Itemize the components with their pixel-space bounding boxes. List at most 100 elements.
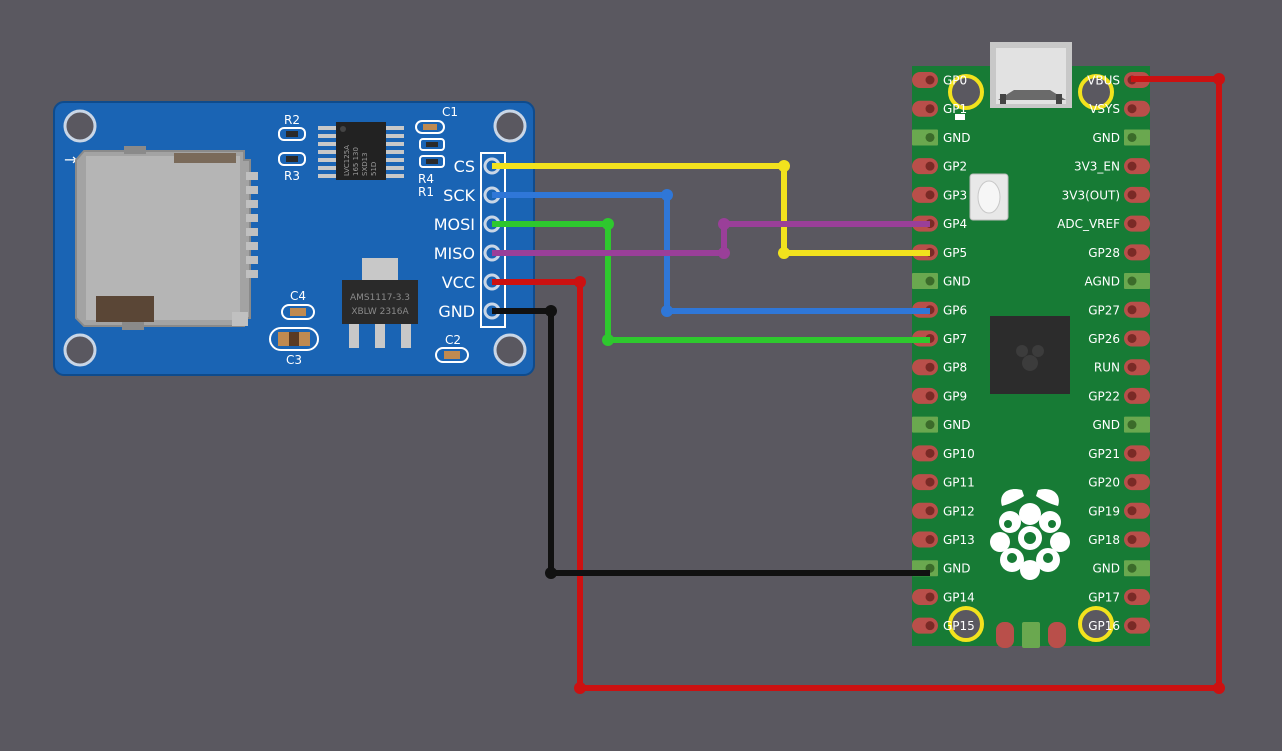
pico-pin-left-16-gp13[interactable]: GP13 — [912, 531, 975, 548]
wire-group — [492, 73, 1225, 694]
pico-pin-hole — [925, 161, 935, 171]
pico-pin-hole — [1127, 592, 1137, 602]
pico-pin-label: GP10 — [943, 447, 975, 461]
pico-pin-right-14-gp20[interactable]: GP20 — [1088, 474, 1150, 491]
label-c4: C4 — [290, 289, 306, 303]
voltage-regulator: AMS1117-3.3 XBLW 2316A — [342, 258, 418, 348]
wire-miso[interactable] — [492, 221, 930, 256]
raspberry-pi-pico[interactable]: GP0GP1GNDGP2GP3GP4GP5GNDGP6GP7GP8GP9GNDG… — [912, 42, 1150, 648]
pico-pin-left-2-gnd[interactable]: GND — [912, 129, 971, 146]
capacitor-c3-band — [289, 332, 299, 346]
pico-pin-right-10-run[interactable]: RUN — [1094, 359, 1150, 376]
sd-pin-miso[interactable]: MISO — [434, 244, 501, 263]
label-c2: C2 — [445, 333, 461, 347]
pico-pin-right-12-gnd[interactable]: GND — [1092, 416, 1150, 433]
pico-pin-label: GP19 — [1088, 504, 1120, 518]
pico-pin-hole — [1127, 247, 1137, 257]
pico-pin-hole — [1127, 621, 1137, 631]
pico-pin-right-16-gp18[interactable]: GP18 — [1088, 531, 1150, 548]
pico-pin-left-11-gp9[interactable]: GP9 — [912, 387, 967, 404]
pico-pin-left-3-gp2[interactable]: GP2 — [912, 158, 967, 175]
wire-cs[interactable] — [492, 163, 930, 256]
pico-mount-hole-bl — [948, 606, 984, 642]
sd-pin-gnd[interactable]: GND — [438, 302, 501, 321]
pico-pin-left-12-gnd[interactable]: GND — [912, 416, 971, 433]
pico-pin-right-2-gnd[interactable]: GND — [1092, 129, 1150, 146]
led-icon — [955, 114, 965, 120]
pico-pin-left-15-gp12[interactable]: GP12 — [912, 502, 975, 519]
pico-pin-left-19-gp15[interactable]: GP15 — [912, 617, 975, 634]
sd-pin-mosi[interactable]: MOSI — [434, 215, 501, 234]
pico-pin-hole — [1127, 104, 1137, 114]
pico-pin-right-17-gnd[interactable]: GND — [1092, 560, 1150, 577]
pico-pin-left-14-gp11[interactable]: GP11 — [912, 474, 975, 491]
pico-pin-label: GP2 — [943, 160, 967, 174]
regulator-text-2: XBLW 2316A — [351, 307, 409, 317]
pico-pin-right-18-gp17[interactable]: GP17 — [1088, 588, 1150, 605]
mount-hole-bl — [63, 333, 97, 367]
pico-pin-hole — [1127, 190, 1137, 200]
pico-pin-right-11-gp22[interactable]: GP22 — [1088, 387, 1150, 404]
pico-pin-left-18-gp14[interactable]: GP14 — [912, 588, 975, 605]
pico-pin-right-1-vsys[interactable]: VSYS — [1089, 100, 1150, 117]
pico-pin-right-4-3v3-out[interactable]: 3V3(OUT) — [1062, 186, 1150, 203]
pico-pin-right-9-gp26[interactable]: GP26 — [1088, 330, 1150, 347]
pico-pin-label: GP16 — [1088, 619, 1120, 633]
sd-pin-vcc[interactable]: VCC — [442, 273, 501, 292]
pico-pin-label: GP5 — [943, 246, 967, 260]
wire-mosi[interactable] — [492, 221, 930, 343]
pico-pin-left-10-gp8[interactable]: GP8 — [912, 359, 967, 376]
pico-pin-label: GP28 — [1088, 246, 1120, 260]
pico-pin-right-6-gp28[interactable]: GP28 — [1088, 244, 1150, 261]
pico-pin-hole — [1127, 535, 1137, 545]
pico-pin-hole — [1127, 161, 1137, 171]
pico-pin-hole — [925, 391, 935, 401]
usb-connector — [990, 42, 1072, 108]
wire-vcc-joints — [574, 73, 1225, 694]
sd-pin-sck[interactable]: SCK — [443, 186, 501, 205]
pico-pin-hole — [1127, 132, 1137, 142]
wire-vcc[interactable] — [492, 76, 1222, 691]
pico-pin-hole — [925, 506, 935, 516]
sd-pin-label: SCK — [443, 186, 475, 205]
sd-card-module[interactable]: → R2 R3 — [53, 101, 535, 376]
wire-gnd[interactable] — [492, 308, 930, 576]
label-r4: R4 — [418, 172, 434, 186]
pico-pin-left-13-gp10[interactable]: GP10 — [912, 445, 975, 462]
pico-pin-right-19-gp16[interactable]: GP16 — [1088, 617, 1150, 634]
pico-pin-label: GND — [1092, 418, 1120, 432]
pico-pin-label: GP7 — [943, 332, 967, 346]
pico-pin-hole — [925, 104, 935, 114]
pico-pin-right-5-adc-vref[interactable]: ADC_VREF — [1057, 215, 1150, 232]
pico-pin-label: GP11 — [943, 476, 975, 490]
regulator-text-1: AMS1117-3.3 — [350, 293, 410, 303]
pico-pin-right-8-gp27[interactable]: GP27 — [1088, 301, 1150, 318]
pico-pin-label: ADC_VREF — [1057, 217, 1120, 231]
ic-text-1: LVC125A — [343, 145, 351, 176]
label-r3: R3 — [284, 169, 300, 183]
pico-pin-left-0-gp0[interactable]: GP0 — [912, 72, 967, 88]
pico-pin-left-1-gp1[interactable]: GP1 — [912, 100, 967, 117]
pico-pin-right-7-agnd[interactable]: AGND — [1084, 273, 1150, 290]
pico-pin-hole — [925, 276, 935, 286]
microsd-slot: → — [64, 146, 258, 330]
sd-pin-label: MISO — [434, 244, 475, 263]
debug-pad-swclk — [996, 622, 1014, 648]
pico-pin-left-4-gp3[interactable]: GP3 — [912, 186, 967, 203]
pico-pin-label: GP18 — [1088, 533, 1120, 547]
pico-pin-hole — [1127, 305, 1137, 315]
debug-pad-gnd — [1022, 622, 1040, 648]
pico-pin-label: GP0 — [943, 74, 967, 88]
pico-pin-right-15-gp19[interactable]: GP19 — [1088, 502, 1150, 519]
pico-pin-right-13-gp21[interactable]: GP21 — [1088, 445, 1150, 462]
pico-pin-label: GND — [1092, 131, 1120, 145]
pico-pin-label: VSYS — [1089, 102, 1120, 116]
label-r1: R1 — [418, 185, 434, 199]
pico-pin-label: VBUS — [1087, 74, 1120, 88]
capacitor-c1-body — [423, 124, 437, 130]
pico-pin-left-7-gnd[interactable]: GND — [912, 273, 971, 290]
sd-pin-label: GND — [438, 302, 475, 321]
pico-pin-right-3-3v3-en[interactable]: 3V3_EN — [1074, 158, 1150, 175]
resistor-r3-body — [286, 156, 298, 162]
pico-pin-label: GP27 — [1088, 303, 1120, 317]
